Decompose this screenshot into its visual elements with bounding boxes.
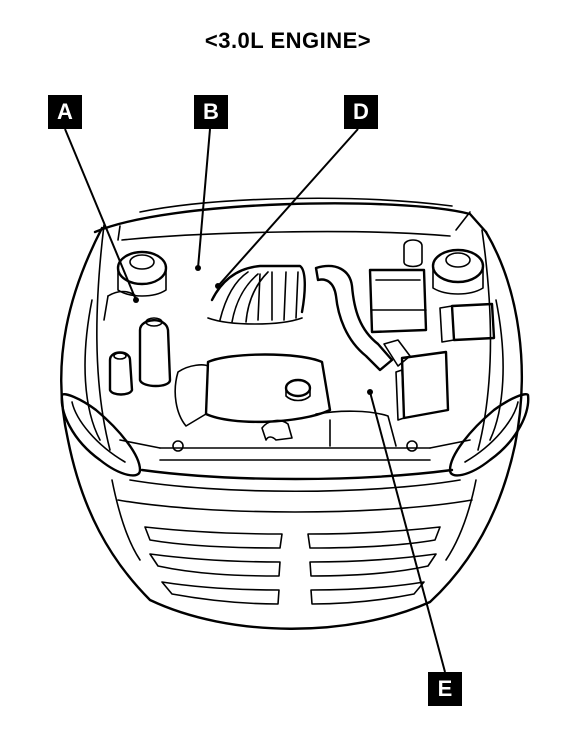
leader-line-d xyxy=(217,128,359,287)
left-strut-tower xyxy=(116,250,168,286)
left-headlight xyxy=(60,393,142,477)
coolant-bottle xyxy=(138,319,172,388)
radiator-support xyxy=(140,468,454,481)
right-strut-tower xyxy=(431,248,485,284)
air-filter-box xyxy=(368,268,428,334)
radiator-hose xyxy=(261,419,293,441)
intake-runners xyxy=(210,264,306,314)
hood-outline xyxy=(93,202,488,234)
callout-label-e: E xyxy=(428,672,462,706)
leader-line-a xyxy=(64,128,137,301)
front-grille xyxy=(129,479,461,493)
engine-cover xyxy=(204,353,332,424)
callout-label-d: D xyxy=(344,95,378,129)
mount-bolt xyxy=(172,440,184,452)
leader-line-b xyxy=(197,128,211,269)
diagram-title: <3.0L ENGINE> xyxy=(204,28,372,53)
air-intake-duct xyxy=(314,264,394,372)
grille-slat xyxy=(144,526,283,549)
brake-fluid-reservoir xyxy=(403,239,423,268)
callout-label-a: A xyxy=(48,95,82,129)
leader-line-e xyxy=(369,391,446,673)
callout-label-b: B xyxy=(194,95,228,129)
